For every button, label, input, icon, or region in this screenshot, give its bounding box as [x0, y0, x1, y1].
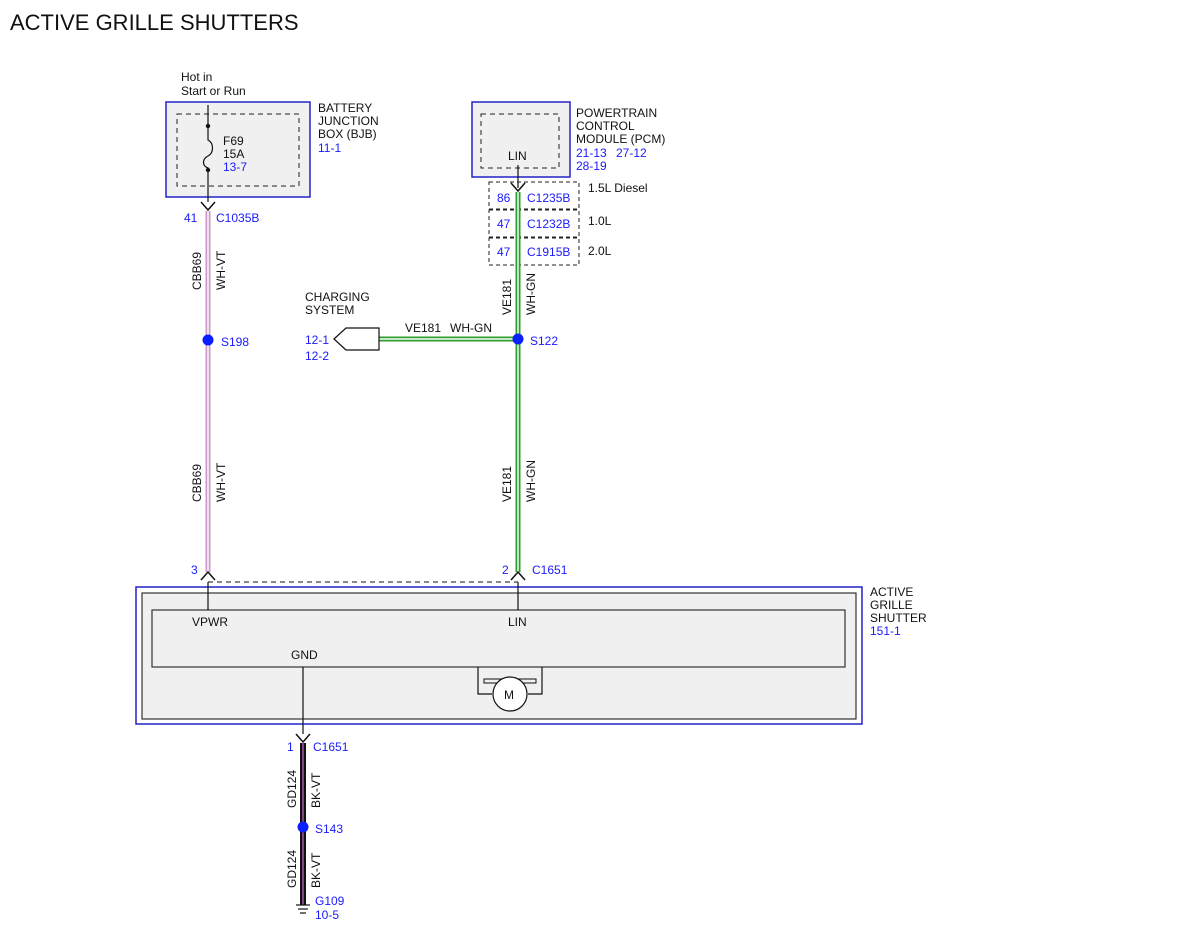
pcm-connector-3-pin: 47 — [497, 245, 511, 259]
pcm-connector-1-pin: 86 — [497, 191, 511, 205]
bjb-inner-box — [176, 113, 300, 187]
splice-s122-dot — [512, 333, 524, 345]
ground-wire-color-1: BK-VT — [309, 772, 323, 808]
c1651-lin-arrow — [510, 570, 526, 581]
power-source-line1: Hot in — [181, 70, 212, 84]
c1651-ground-arrow — [295, 733, 311, 744]
splice-s143-label: S143 — [315, 822, 343, 836]
pcm-ref-b: 27-12 — [616, 146, 647, 160]
bjb-connector-arrow — [200, 201, 216, 212]
shutter-label-2: GRILLE — [870, 598, 913, 612]
pcm-label-3: MODULE (PCM) — [576, 132, 665, 146]
bjb-connector-pin: 41 — [184, 211, 198, 225]
lin-wire-circuit-1: VE181 — [500, 279, 514, 315]
pcm-ref-c: 28-19 — [576, 159, 607, 173]
ground-name: G109 — [315, 894, 345, 908]
splice-s198-dot — [202, 334, 214, 346]
c1651-name-top: C1651 — [532, 563, 568, 577]
bjb-label-3: BOX (BJB) — [318, 127, 377, 141]
charging-system-label-2: SYSTEM — [305, 303, 354, 317]
c1651-pin-lin: 2 — [502, 563, 509, 577]
fuse-ref: 13-7 — [223, 160, 247, 174]
splice-s122-label: S122 — [530, 334, 558, 348]
ground-wire-color-2: BK-VT — [309, 852, 323, 888]
lin-wire-color-2: WH-GN — [524, 460, 538, 502]
fuse-icon — [202, 105, 214, 202]
pcm-connector-2-name: C1232B — [527, 217, 570, 231]
page-title: ACTIVE GRILLE SHUTTERS — [10, 10, 299, 35]
bjb-box — [165, 101, 311, 198]
lin-wire-color-1: WH-GN — [524, 273, 538, 315]
pcm-connector-1-engine: 1.5L Diesel — [588, 181, 648, 195]
bjb-ref: 11-1 — [318, 141, 341, 155]
splice-s143-dot — [297, 821, 309, 833]
ground-icon — [296, 904, 310, 914]
charging-system-label-1: CHARGING — [305, 290, 370, 304]
motor-icon — [477, 667, 543, 712]
pcm-label-1: POWERTRAIN — [576, 106, 657, 120]
pcm-ref-a: 21-13 — [576, 146, 607, 160]
pcm-connector-3 — [488, 237, 580, 266]
pcm-connector-2-pin: 47 — [497, 217, 511, 231]
bjb-connector-name: C1035B — [216, 211, 259, 225]
pcm-connector-1 — [488, 181, 580, 210]
fuse-rating: 15A — [223, 147, 244, 161]
pcm-connector-2-engine: 1.0L — [588, 214, 612, 228]
ground-wire-circuit-1: GD124 — [285, 770, 299, 808]
pcm-connector-3-name: C1915B — [527, 245, 570, 259]
pcm-module — [471, 101, 571, 178]
shutter-pin-lin: LIN — [508, 615, 527, 629]
shutter-inner-box — [151, 609, 846, 668]
bjb-label-1: BATTERY — [318, 101, 372, 115]
pcm-connector-3-engine: 2.0L — [588, 244, 612, 258]
charging-system-ref-a: 12-1 — [305, 333, 329, 347]
ground-ref: 10-5 — [315, 908, 339, 922]
pcm-connector-arrow — [510, 182, 526, 193]
pcm-inner-box — [480, 113, 560, 169]
pcm-connector-1-name: C1235B — [527, 191, 570, 205]
bjb-label-2: JUNCTION — [318, 114, 379, 128]
c1651-name-bottom: C1651 — [313, 740, 349, 754]
power-wire-circuit-1: CBB69 — [190, 252, 204, 290]
splice-s198-label: S198 — [221, 335, 249, 349]
power-wire-color-2: WH-VT — [214, 462, 228, 502]
charging-wire-circuit: VE181 — [405, 321, 441, 335]
shutter-ref: 151-1 — [870, 624, 901, 638]
charging-wire-color: WH-GN — [450, 321, 492, 335]
shutter-label-3: SHUTTER — [870, 611, 927, 625]
shutter-pin-gnd: GND — [291, 648, 318, 662]
shutter-pin-vpwr: VPWR — [192, 615, 228, 629]
motor-label: M — [504, 688, 514, 702]
pcm-box — [471, 101, 571, 178]
ground-wire-circuit-2: GD124 — [285, 850, 299, 888]
fuse-name: F69 — [223, 134, 244, 148]
pcm-pin-lin: LIN — [508, 149, 527, 163]
shutter-label-1: ACTIVE — [870, 585, 913, 599]
pcm-label-2: CONTROL — [576, 119, 635, 133]
c1651-power-arrow — [200, 570, 216, 581]
charging-system-ref-b: 12-2 — [305, 349, 329, 363]
bjb-module — [165, 101, 311, 198]
power-source-line2: Start or Run — [181, 84, 246, 98]
c1651-pin-ground: 1 — [287, 740, 294, 754]
charging-system-connector — [333, 327, 380, 351]
power-wire-circuit-2: CBB69 — [190, 464, 204, 502]
power-wire-color-1: WH-VT — [214, 250, 228, 290]
lin-wire-circuit-2: VE181 — [500, 466, 514, 502]
pcm-connector-2 — [488, 209, 580, 238]
c1651-pin-power: 3 — [191, 563, 198, 577]
